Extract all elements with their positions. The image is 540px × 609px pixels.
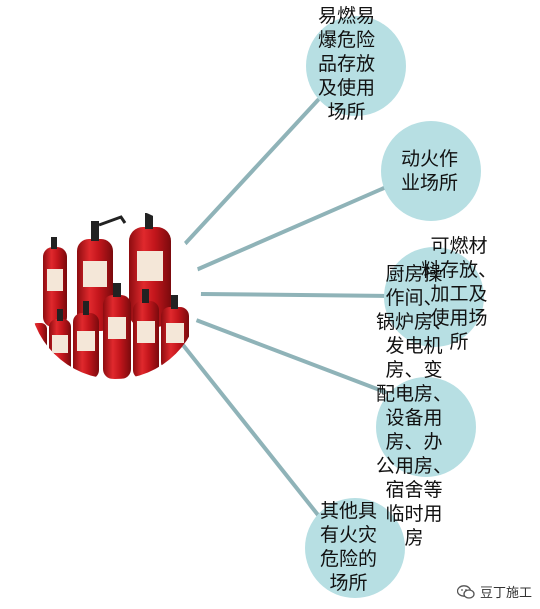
node-kitchen-rooms: [376, 377, 476, 477]
extinguisher-front-5: [133, 289, 159, 379]
connector-line-1: [181, 98, 320, 248]
label-flammable-storage: 易燃易 爆危险 品存放 及使用 场所: [318, 5, 376, 123]
extinguisher-front-4: [103, 283, 131, 379]
label-kitchen-rooms: 厨房操 作间、 锅炉房、 发电机 房、变 配电房、 设备用 房、办 公用房、 宿…: [375, 263, 452, 549]
label-other-fire-risk: 其他具 有火灾 危险的 场所: [320, 500, 378, 594]
extinguisher-back-left: [43, 237, 67, 327]
extinguisher-front-2: [49, 309, 71, 377]
label-combustible-processing: 可燃材 料存放、 加工及 使用场 所: [420, 235, 497, 353]
node-combustible-processing: [384, 247, 484, 347]
watermark: 豆丁施工: [456, 582, 532, 601]
connector-line-4: [194, 318, 387, 394]
extinguisher-front-3: [73, 301, 99, 379]
node-hot-work: [381, 121, 481, 221]
connector-line-3: [199, 292, 397, 298]
fire-extinguisher-image: [29, 207, 201, 379]
node-flammable-storage: [306, 16, 406, 116]
label-hot-work: 动火作 业场所: [401, 148, 459, 194]
node-other-fire-risk: [305, 498, 405, 598]
connector-line-2: [194, 186, 386, 272]
connector-line-5: [181, 343, 324, 522]
wechat-icon: [456, 584, 475, 599]
watermark-text: 豆丁施工: [479, 586, 532, 601]
